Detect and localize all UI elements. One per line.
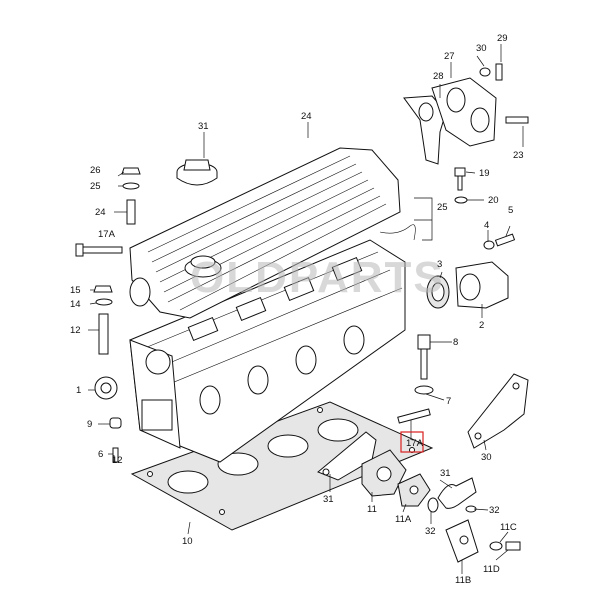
part-label-5: 5 bbox=[508, 205, 513, 216]
part-label-11: 11 bbox=[367, 504, 377, 515]
part-label-1: 1 bbox=[76, 385, 81, 396]
flange-11 bbox=[361, 449, 431, 507]
part-label-32-lower: 32 bbox=[425, 526, 436, 537]
part-label-4: 4 bbox=[484, 220, 489, 231]
part-label-6: 6 bbox=[98, 449, 103, 460]
part-label-11a: 11A bbox=[395, 514, 412, 525]
right-parts bbox=[397, 233, 516, 424]
part-label-19: 25 bbox=[437, 202, 448, 213]
part-label-17: 17A bbox=[406, 438, 424, 449]
part-label-29: 30 bbox=[481, 452, 492, 463]
part-label-18: 24 bbox=[301, 111, 312, 122]
bracket-30 bbox=[317, 431, 377, 481]
part-label-20: 31 bbox=[198, 121, 209, 132]
head-gasket bbox=[130, 401, 434, 531]
part-label-30: 31 bbox=[323, 494, 334, 505]
part-label-2: 2 bbox=[479, 320, 484, 331]
part-label-7: 7 bbox=[446, 396, 451, 407]
hose-assembly bbox=[427, 477, 521, 563]
part-label-11b: 11B bbox=[455, 575, 471, 586]
part-label-25: 27 bbox=[444, 51, 455, 62]
part-label-28: 30 bbox=[476, 43, 487, 54]
part-label-12-lower: 12 bbox=[112, 455, 123, 466]
highlight-box-17 bbox=[400, 431, 424, 453]
upper-right-bracket bbox=[403, 63, 529, 165]
watermark-text: OLDPARTS bbox=[190, 253, 445, 302]
part-label-31: 31 bbox=[440, 468, 451, 479]
part-label-17a-top: 23 bbox=[513, 150, 524, 161]
bracket-29 bbox=[467, 373, 529, 449]
part-label-14: 15 bbox=[70, 285, 81, 296]
leader-lines bbox=[88, 44, 524, 574]
part-label-32-upper: 32 bbox=[489, 505, 500, 516]
part-label-12-upper: 12 bbox=[70, 325, 81, 336]
part-label-17a-left: 17A bbox=[98, 229, 116, 240]
left-fasteners bbox=[75, 167, 141, 463]
part-label-10: 10 bbox=[182, 536, 193, 547]
part-label-22: 24 bbox=[95, 207, 106, 218]
part-label-27: 29 bbox=[497, 33, 508, 44]
part-label-11d: 11D bbox=[483, 564, 500, 575]
cover-bolts bbox=[379, 167, 468, 241]
part-labels: 31 24 28 27 30 29 23 19 20 25 4 5 3 2 8 … bbox=[70, 33, 524, 586]
part-label-9: 9 bbox=[87, 419, 92, 430]
part-label-26: 28 bbox=[433, 71, 444, 82]
part-label-24: 26 bbox=[90, 165, 101, 176]
part-label-3: 3 bbox=[437, 259, 442, 270]
part-label-8: 8 bbox=[453, 337, 458, 348]
part-label-16: 20 bbox=[488, 195, 499, 206]
oil-filler-cap bbox=[176, 159, 218, 186]
cam-cover bbox=[129, 147, 401, 319]
part-label-13: 14 bbox=[70, 299, 81, 310]
part-label-23: 25 bbox=[90, 181, 101, 192]
part-label-11c: 11C bbox=[500, 522, 517, 533]
cylinder-head bbox=[129, 239, 406, 463]
part-label-15: 19 bbox=[479, 168, 490, 179]
